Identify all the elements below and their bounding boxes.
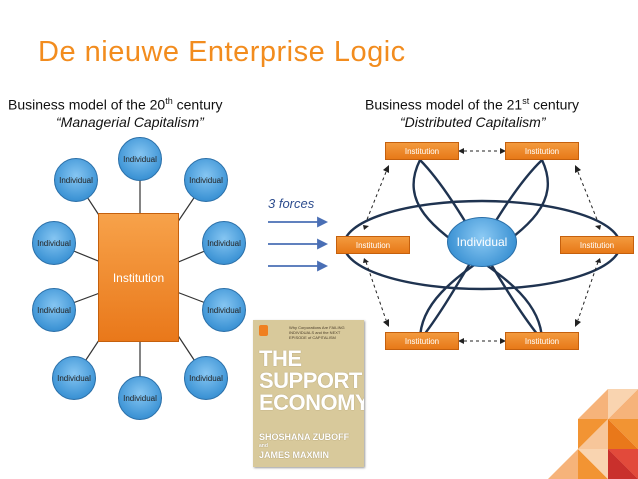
institution-box-right: Institution bbox=[560, 236, 634, 254]
institution-box: Institution bbox=[98, 213, 179, 342]
individual-node: Individual bbox=[184, 158, 228, 202]
institution-box-bottom-left: Institution bbox=[385, 332, 459, 350]
publisher-logo-icon bbox=[259, 325, 268, 336]
right-subtitle: “Distributed Capitalism” bbox=[400, 114, 546, 130]
individual-node: Individual bbox=[32, 288, 76, 332]
individual-node: Individual bbox=[202, 288, 246, 332]
book-author-and: and bbox=[259, 443, 268, 449]
book-title-line-2: SUPPORT bbox=[259, 368, 362, 393]
book-title-line-3: ECONOMY bbox=[259, 390, 364, 415]
left-subtitle: “Managerial Capitalism” bbox=[56, 114, 204, 130]
book-title-line-1: THE bbox=[259, 346, 302, 371]
book-author-1: SHOSHANA ZUBOFF bbox=[259, 432, 350, 442]
individual-node: Individual bbox=[118, 376, 162, 420]
slide-title: De nieuwe Enterprise Logic bbox=[38, 36, 406, 68]
forces-arrows bbox=[268, 216, 329, 272]
institution-box-top-left: Institution bbox=[385, 142, 459, 160]
individual-node: Individual bbox=[118, 137, 162, 181]
institution-box-left: Institution bbox=[336, 236, 410, 254]
individual-center-node: Individual bbox=[447, 217, 517, 267]
institution-box-bottom-right: Institution bbox=[505, 332, 579, 350]
individual-node: Individual bbox=[54, 158, 98, 202]
right-heading: Business model of the 21st century bbox=[365, 96, 580, 113]
individual-node: Individual bbox=[32, 221, 76, 265]
book-tagline: Why Corporations Are FAILING INDIVIDUALS… bbox=[289, 325, 345, 340]
book-cover-image: Why Corporations Are FAILING INDIVIDUALS… bbox=[253, 320, 364, 467]
individual-node: Individual bbox=[52, 356, 96, 400]
left-heading: Business model of the 20th century bbox=[8, 96, 223, 113]
institution-box-top-right: Institution bbox=[505, 142, 579, 160]
individual-node: Individual bbox=[184, 356, 228, 400]
forces-label: 3 forces bbox=[268, 196, 315, 211]
book-author-2: JAMES MAXMIN bbox=[259, 450, 330, 460]
decorative-triangles bbox=[548, 389, 638, 479]
individual-node: Individual bbox=[202, 221, 246, 265]
